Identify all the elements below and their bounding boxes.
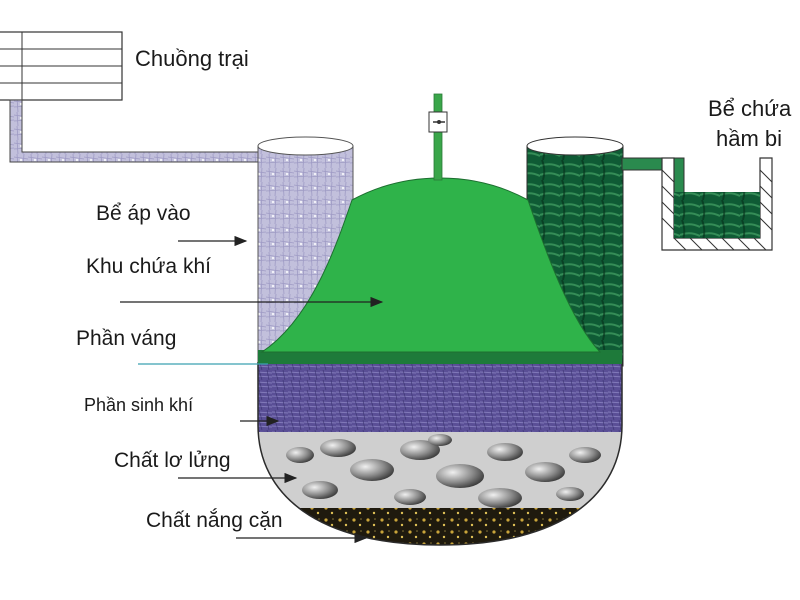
digester-body bbox=[258, 362, 622, 545]
label-suspended-solids: Chất lơ lửng bbox=[114, 449, 231, 472]
label-inlet-tank: Bể áp vào bbox=[96, 202, 191, 225]
label-outlet-tank-line2: hầm bi bbox=[716, 126, 783, 151]
pointer-arrows bbox=[120, 235, 384, 544]
suspended-bubbles bbox=[286, 434, 601, 508]
label-gas-storage: Khu chứa khí bbox=[86, 255, 211, 278]
active-layer bbox=[258, 362, 622, 432]
label-barn: Chuồng trại bbox=[135, 46, 249, 71]
label-scum-layer: Phần váng bbox=[76, 327, 177, 350]
barn-structure bbox=[0, 31, 123, 101]
inlet-pipe bbox=[9, 99, 261, 163]
gas-valve-icon bbox=[428, 111, 448, 133]
scum-layer bbox=[258, 350, 622, 364]
label-outlet-tank-line1: Bể chứa bbox=[708, 96, 792, 121]
label-active-layer: Phần sinh khí bbox=[84, 395, 194, 415]
gas-pipe bbox=[433, 93, 443, 181]
slurry-pit bbox=[661, 157, 773, 251]
label-sediment: Chất nắng cặn bbox=[146, 509, 283, 532]
